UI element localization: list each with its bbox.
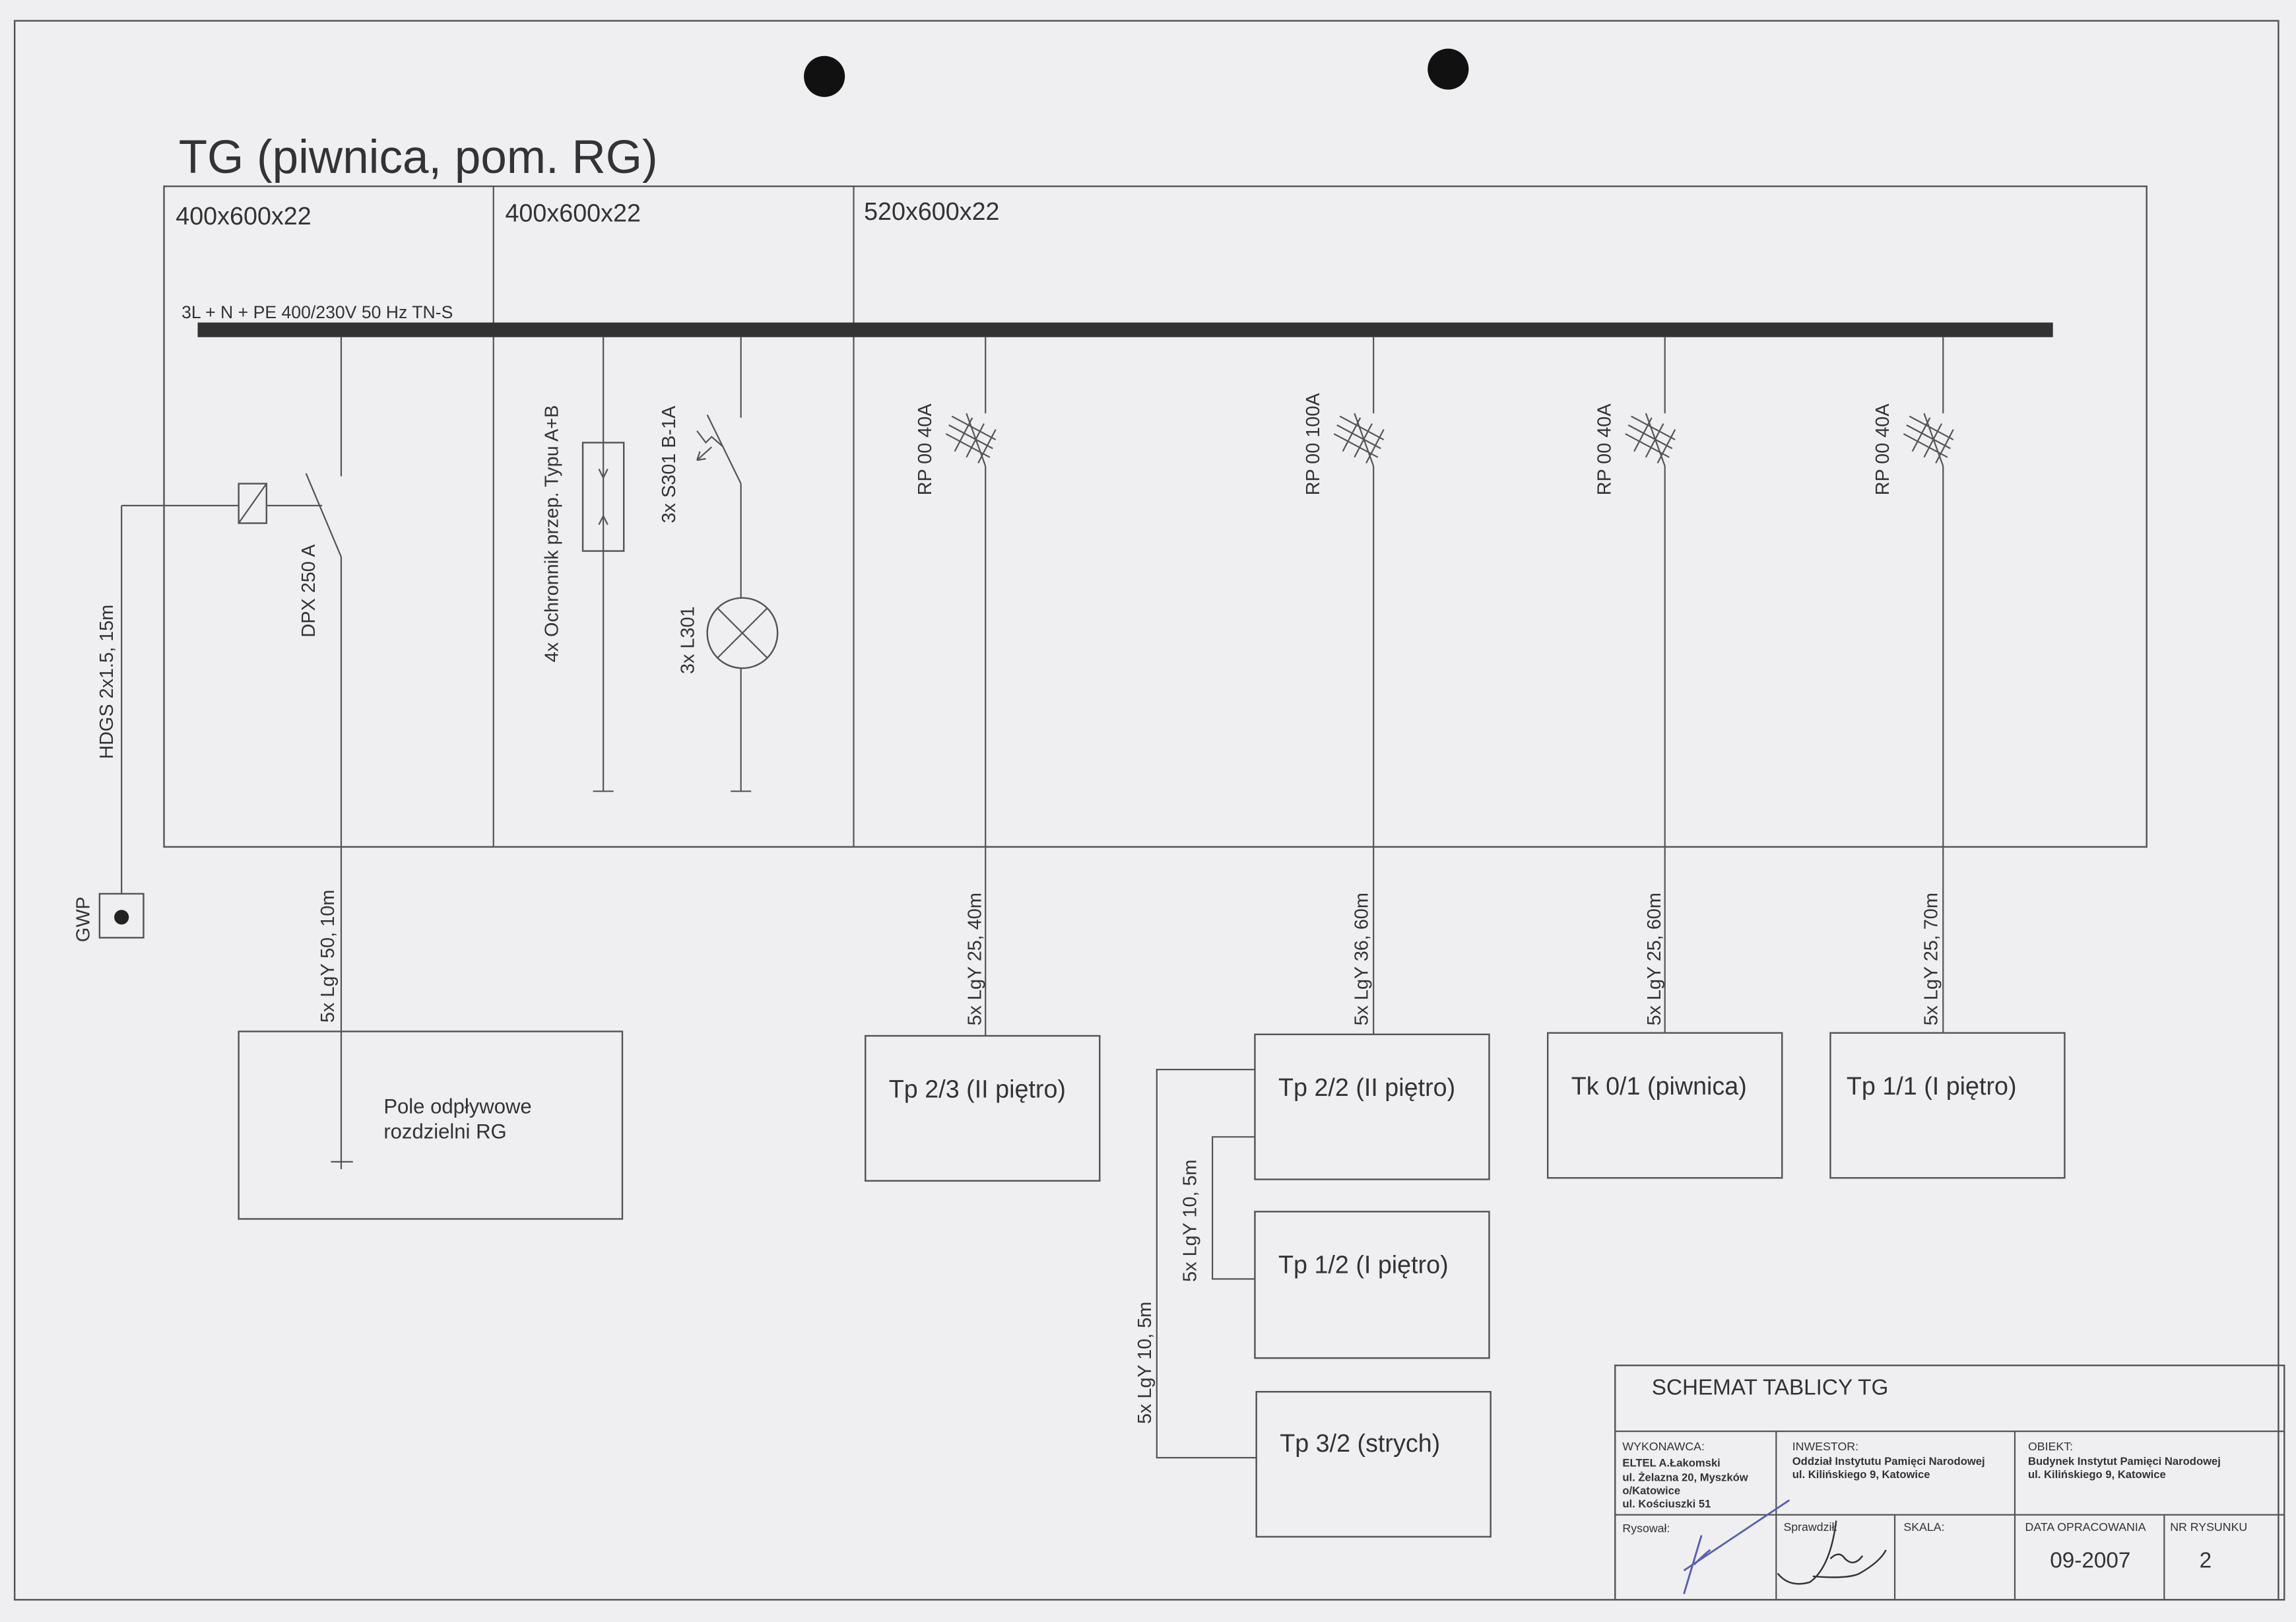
lamp-icon [706,597,779,669]
main-switch-label: DPX 250 A [298,544,319,638]
bus-label: 3L + N + PE 400/230V 50 Hz TN-S [181,302,453,322]
surge-protector-label: 4x Ochronnik przep. Typu A+B [541,405,562,663]
inwestor-label: INWESTOR: [1792,1440,1858,1453]
wykonawca-line: ul. Żelazna 20, Myszków [1622,1471,1748,1484]
cable-label: 5x LgY 25, 40m [965,893,986,1025]
board-box [865,1034,1101,1182]
obiekt-line: Budynek Instytut Pamięci Narodowej [2028,1455,2221,1468]
cable-label: 5x LgY 25, 70m [1920,893,1942,1025]
cable-label: 5x LgY 50, 10m [317,890,339,1023]
trip-cable-label: HDGS 2x1.5, 15m [96,605,117,759]
switch-contact [305,473,342,557]
ground-terminal-icon [98,893,145,939]
obiekt-label: OBIEKT: [2028,1440,2073,1453]
outgoing-box-line2: rozdzielni RG [383,1120,506,1143]
board-box [1254,1033,1490,1180]
wykonawca-line: ELTEL A.Łakomski [1622,1456,1720,1469]
board-label: Tp 2/3 (II piętro) [889,1075,1066,1102]
wykonawca-label: WYKONAWCA: [1622,1440,1705,1453]
date-value: 09-2007 [2050,1548,2130,1572]
board-label: Tp 1/2 (I piętro) [1278,1251,1449,1279]
wykonawca-line: ul. Kościuszki 51 [1622,1498,1711,1510]
busbar [197,322,2053,337]
rysowal-label: Rysował: [1622,1522,1670,1535]
feeder [1625,337,1676,1033]
outgoing-box-line1: Pole odpływowe [383,1095,531,1118]
cable-label: 5x LgY 25, 60m [1644,893,1665,1025]
obiekt-line: ul. Kilińskiego 9, Katowice [2028,1468,2166,1481]
lamp-breaker-label: 3x S301 B-1A [659,405,680,524]
lamp-label: 3x L301 [678,606,699,674]
nr-label: NR RYSUNKU [2170,1520,2247,1534]
feeder [1903,337,1954,1033]
lamp-branch [696,337,779,792]
fuse-label: RP 00 40A [1872,403,1893,496]
board-label: Tp 1/1 (I piętro) [1847,1072,2017,1100]
cable-label: 5x LgY 10, 5m [1134,1302,1156,1424]
fuse-label: RP 00 100A [1303,393,1324,496]
signature-sprawdzil [1777,1520,1887,1585]
punch-hole [804,55,845,97]
page-title: TG (piwnica, pom. RG) [179,131,658,184]
fuse-label: RP 00 40A [915,403,936,496]
outgoing-field-box [238,1031,624,1220]
wykonawca-line: o/Katowice [1622,1485,1680,1497]
title-block [1614,1365,2285,1601]
punch-hole [1427,48,1469,90]
board-label: Tp 2/2 (II piętro) [1278,1073,1455,1101]
board-label: Tp 3/2 (strych) [1280,1429,1440,1457]
sprawdzil-label: Sprawdził: [1783,1520,1837,1534]
fuse-icon [945,415,997,464]
inwestor-line: Oddział Instytutu Pamięci Narodowej [1792,1455,1985,1468]
skala-label: SKALA: [1903,1520,1944,1534]
fuse-label: RP 00 40A [1594,403,1616,496]
signature-rysowal [1683,1499,1790,1594]
fuse-icon [1333,415,1385,464]
fuse-icon [1903,415,1954,464]
surge-protector-icon [581,337,625,792]
inwestor-line: ul. Kilińskiego 9, Katowice [1792,1468,1930,1481]
board-box [1255,1391,1492,1538]
section-size: 400x600x22 [505,199,640,226]
drawing-number: 2 [2200,1548,2212,1572]
ground-label: GWP [73,896,94,942]
sub-board-connections [1156,1069,1257,1459]
cable-label: 5x LgY 10, 5m [1180,1159,1201,1281]
breaker-trip-icon [696,430,724,461]
data-label: DATA OPRACOWANIA [2025,1520,2146,1534]
board-box [1254,1211,1490,1359]
board-box [1829,1032,2066,1179]
main-switch-branch [98,337,353,1169]
sheet-border [13,20,2280,1601]
board-label: Tk 0/1 (piwnica) [1571,1072,1747,1100]
section-size: 400x600x22 [176,202,311,230]
breaker-contact [706,414,742,485]
cabinet-frame [163,185,2148,848]
cable-label: 5x LgY 36, 60m [1351,893,1372,1025]
fuse-icon [1625,415,1676,464]
board-box [1546,1032,1783,1179]
section-size: 520x600x22 [864,197,999,225]
feeder [945,337,997,1036]
feeder [1333,337,1385,1034]
title-block-heading: SCHEMAT TABLICY TG [1652,1376,1889,1400]
relay-coil-icon [238,483,268,524]
